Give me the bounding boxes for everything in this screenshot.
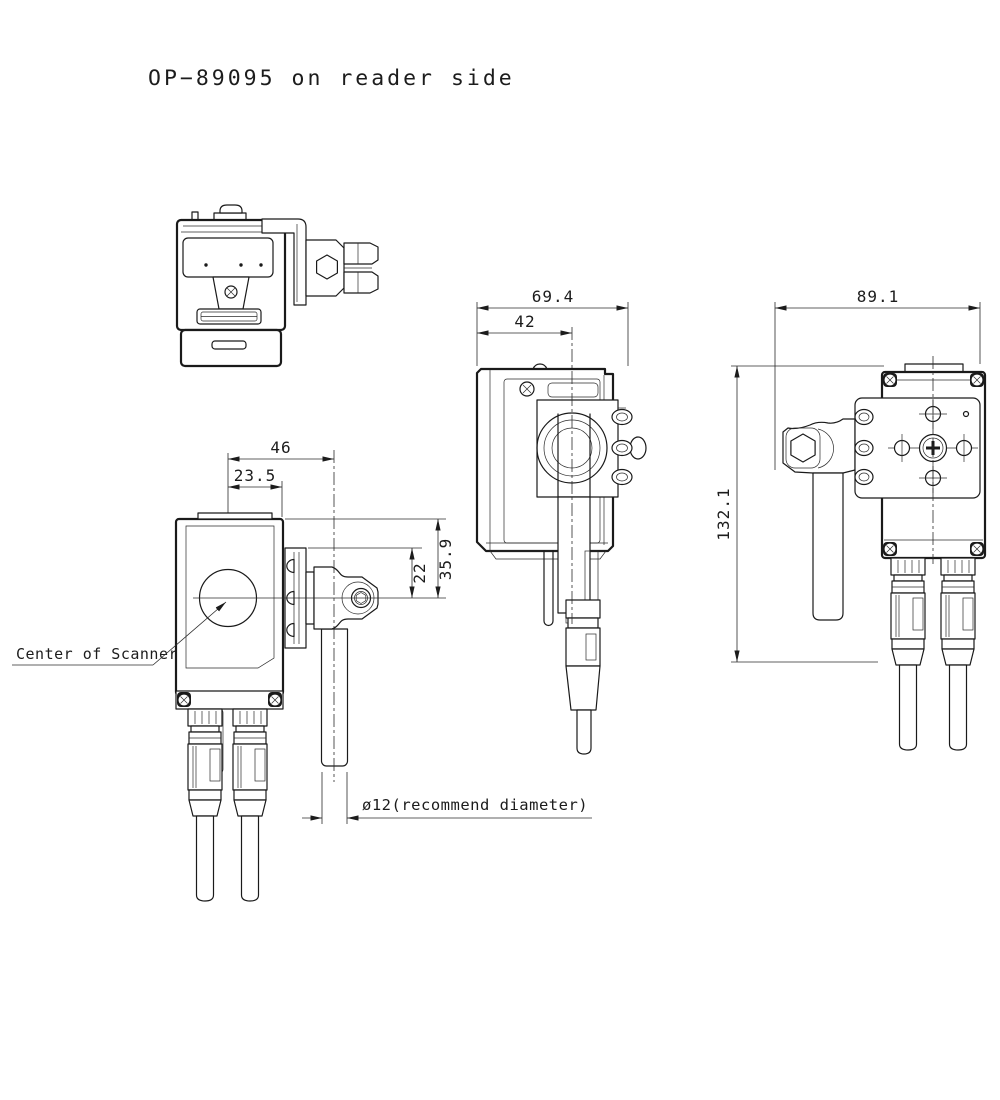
screw-side-icon	[611, 408, 633, 426]
leader-line	[152, 601, 227, 666]
top-view-clamp	[305, 239, 345, 297]
screw-side-icon	[611, 468, 633, 486]
front-top-tab	[197, 512, 273, 520]
top-view	[175, 204, 379, 368]
top-view-face	[182, 237, 274, 278]
dim-text-35-9: 35.9	[436, 538, 455, 581]
screw-side-icon	[854, 468, 874, 486]
dim-text-132-1: 132.1	[714, 487, 733, 540]
dim-text-23-5: 23.5	[234, 466, 277, 485]
hex-bolt-icon	[316, 254, 338, 280]
side-view: 69.4 42	[475, 287, 647, 755]
pole-note-text: ø12(recommend diameter)	[362, 796, 588, 814]
front-device-body	[174, 517, 285, 697]
hex-bolt-icon	[790, 433, 816, 463]
dim-text-69-4: 69.4	[532, 287, 575, 306]
hex-socket-icon	[355, 592, 367, 604]
side-strap	[543, 550, 554, 627]
rear-view: 89.1 132.1	[714, 287, 987, 751]
front-pole	[320, 628, 349, 767]
screw-side-icon	[611, 439, 633, 457]
scanner-center-label: Center of Scanner	[16, 645, 178, 663]
drawing-title: OP−89095 on reader side	[148, 66, 515, 91]
top-view-small-slot	[211, 340, 247, 350]
pin-hole-icon	[962, 410, 970, 418]
front-face-panel	[185, 525, 275, 669]
dim-text-42: 42	[514, 312, 535, 331]
side-cable	[576, 709, 592, 755]
dim-text-46: 46	[270, 438, 291, 457]
top-view-bracket-arm	[261, 218, 307, 306]
dim-text-89-1: 89.1	[857, 287, 900, 306]
top-view-bump	[219, 204, 243, 214]
top-view-jaw-lower	[343, 271, 379, 294]
front-view: 46 23.5 35.9 22	[12, 438, 592, 902]
top-view-lower-body	[179, 328, 283, 368]
top-view-jaw-upper	[343, 242, 379, 265]
plunger-icon	[286, 622, 295, 638]
rear-pole-handle	[812, 472, 844, 621]
dim-text-22: 22	[410, 562, 429, 583]
top-view-notch	[191, 211, 199, 221]
screw-side-icon	[854, 408, 874, 426]
side-top-bump	[532, 363, 548, 370]
front-bottom-plate	[175, 690, 284, 710]
rear-clamp-bracket	[782, 418, 856, 474]
plunger-icon	[286, 558, 295, 574]
screw-side-icon	[854, 439, 874, 457]
